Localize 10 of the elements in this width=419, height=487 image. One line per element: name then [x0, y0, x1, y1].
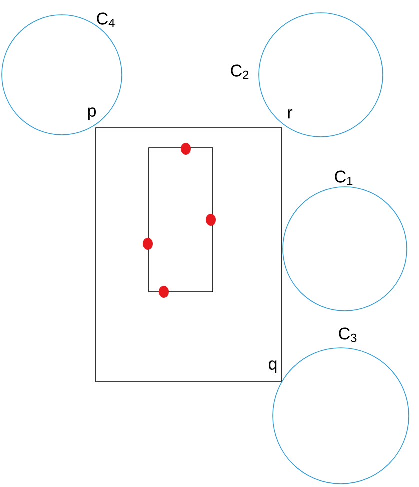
circle — [2, 14, 122, 136]
point-label: q — [269, 360, 277, 374]
circle-label: C$_{1}$ — [335, 170, 353, 186]
circle-label: C$_{4}$ — [97, 12, 115, 28]
point-label: r — [288, 109, 293, 119]
circle — [282, 186, 408, 312]
circle — [258, 12, 384, 138]
circle-label: C$_{3}$ — [339, 328, 357, 342]
circle-label: C$_{2}$ — [231, 64, 249, 80]
point-label: p — [88, 108, 96, 120]
